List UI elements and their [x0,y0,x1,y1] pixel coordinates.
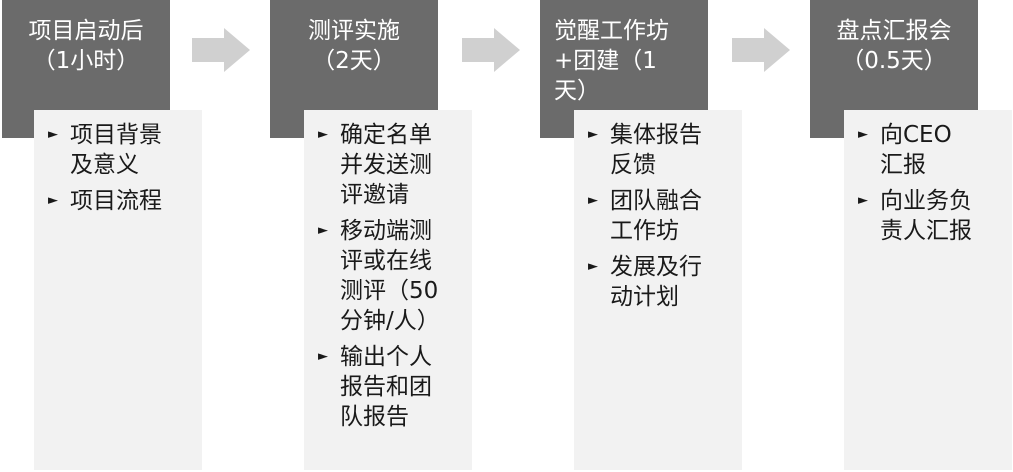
stage-1-body: ► 项目背景 及意义 ► 项目流程 [34,110,202,470]
stage-2-body: ► 确定名单 并发送测 评邀请 ► 移动端测 评或在线 测评（50 分钟/人） … [304,110,472,470]
stage-2-item-2-line-2: 评或在线 [340,248,432,274]
triangle-bullet-icon: ► [48,193,58,208]
triangle-bullet-icon: ► [318,349,328,364]
triangle-bullet-icon: ► [48,127,58,142]
triangle-bullet-icon: ► [588,193,598,208]
stage-2-item-3-line-1: 输出个人 [340,344,432,370]
stage-3-item-2-line-1: 团队融合 [610,188,702,214]
stage-3-item-1-line-1: 集体报告 [610,122,702,148]
stage-1-item-2: ► 项目流程 [48,186,194,216]
stage-3-body: ► 集体报告 反馈 ► 团队融合 工作坊 ► 发展及行 动计划 [574,110,742,470]
stage-1-item-1-line-1: 项目背景 [70,122,162,148]
stage-3-item-1-text: 集体报告 反馈 [610,120,702,180]
stage-2-header-line-2: （2天） [312,48,396,74]
stage-4-item-2-line-2: 责人汇报 [880,218,972,244]
stage-1-item-2-line-1: 项目流程 [70,188,162,214]
arrow-right-icon [462,28,520,72]
triangle-bullet-icon: ► [318,127,328,142]
stage-2-item-2-line-4: 分钟/人） [340,308,440,334]
stage-4-body: ► 向CEO 汇报 ► 向业务负 责人汇报 [844,110,1012,470]
stage-4-header-line-2: （0.5天） [841,48,947,74]
stage-2-item-1-line-3: 评邀请 [340,182,409,208]
stage-1-item-1-line-2: 及意义 [70,152,139,178]
stage-3-item-1-line-2: 反馈 [610,152,656,178]
stage-2-item-3-line-2: 报告和团 [340,374,432,400]
stage-3-item-3-line-1: 发展及行 [610,254,702,280]
stage-3-item-2-text: 团队融合 工作坊 [610,186,702,246]
stage-2-item-2-line-1: 移动端测 [340,218,432,244]
stage-3-item-2-line-2: 工作坊 [610,218,679,244]
stage-1-header-line-1: 项目启动后 [28,18,144,44]
stage-4-item-1-line-1: 向CEO [880,122,952,148]
stage-4-item-1: ► 向CEO 汇报 [858,120,1004,180]
arrow-right-icon [732,28,790,72]
stage-2-item-2-line-3: 测评（50 [340,278,439,304]
stage-2-item-1-line-2: 并发送测 [340,152,432,178]
stage-2-item-2: ► 移动端测 评或在线 测评（50 分钟/人） [318,216,464,336]
stage-4-header-line-1: 盘点汇报会 [836,18,952,44]
triangle-bullet-icon: ► [318,223,328,238]
triangle-bullet-icon: ► [588,259,598,274]
arrow-right-icon [192,28,250,72]
stage-2-item-3-text: 输出个人 报告和团 队报告 [340,342,432,432]
stage-4-item-1-text: 向CEO 汇报 [880,120,952,180]
stage-4-item-2: ► 向业务负 责人汇报 [858,186,1004,246]
stage-1-item-1: ► 项目背景 及意义 [48,120,194,180]
stage-3-header-line-3: 天） [554,78,600,104]
stage-3-header-line-1: 觉醒工作坊 [554,18,669,44]
triangle-bullet-icon: ► [858,193,868,208]
triangle-bullet-icon: ► [858,127,868,142]
stage-4-item-2-text: 向业务负 责人汇报 [880,186,972,246]
stage-4-item-2-line-1: 向业务负 [880,188,972,214]
stage-2-item-3-line-3: 队报告 [340,404,409,430]
stage-2-item-2-text: 移动端测 评或在线 测评（50 分钟/人） [340,216,440,336]
stage-3-item-1: ► 集体报告 反馈 [588,120,734,180]
stage-2-header-line-1: 测评实施 [308,18,400,44]
stage-2-item-1: ► 确定名单 并发送测 评邀请 [318,120,464,210]
stage-1-header-line-2: （1小时） [32,48,140,74]
stage-3-item-3-line-2: 动计划 [610,284,679,310]
stage-3-header: 觉醒工作坊 +团建（1 天） [540,0,708,138]
stage-2-item-1-line-1: 确定名单 [340,122,432,148]
stage-3-item-2: ► 团队融合 工作坊 [588,186,734,246]
stage-3-item-3-text: 发展及行 动计划 [610,252,702,312]
stage-3-item-3: ► 发展及行 动计划 [588,252,734,312]
stage-1-item-1-text: 项目背景 及意义 [70,120,162,180]
stage-3-header-line-2: +团建（1 [554,48,657,74]
stage-2-item-1-text: 确定名单 并发送测 评邀请 [340,120,432,210]
stage-4-item-1-line-2: 汇报 [880,152,926,178]
stage-1-item-2-text: 项目流程 [70,186,162,216]
stage-2-item-3: ► 输出个人 报告和团 队报告 [318,342,464,432]
triangle-bullet-icon: ► [588,127,598,142]
